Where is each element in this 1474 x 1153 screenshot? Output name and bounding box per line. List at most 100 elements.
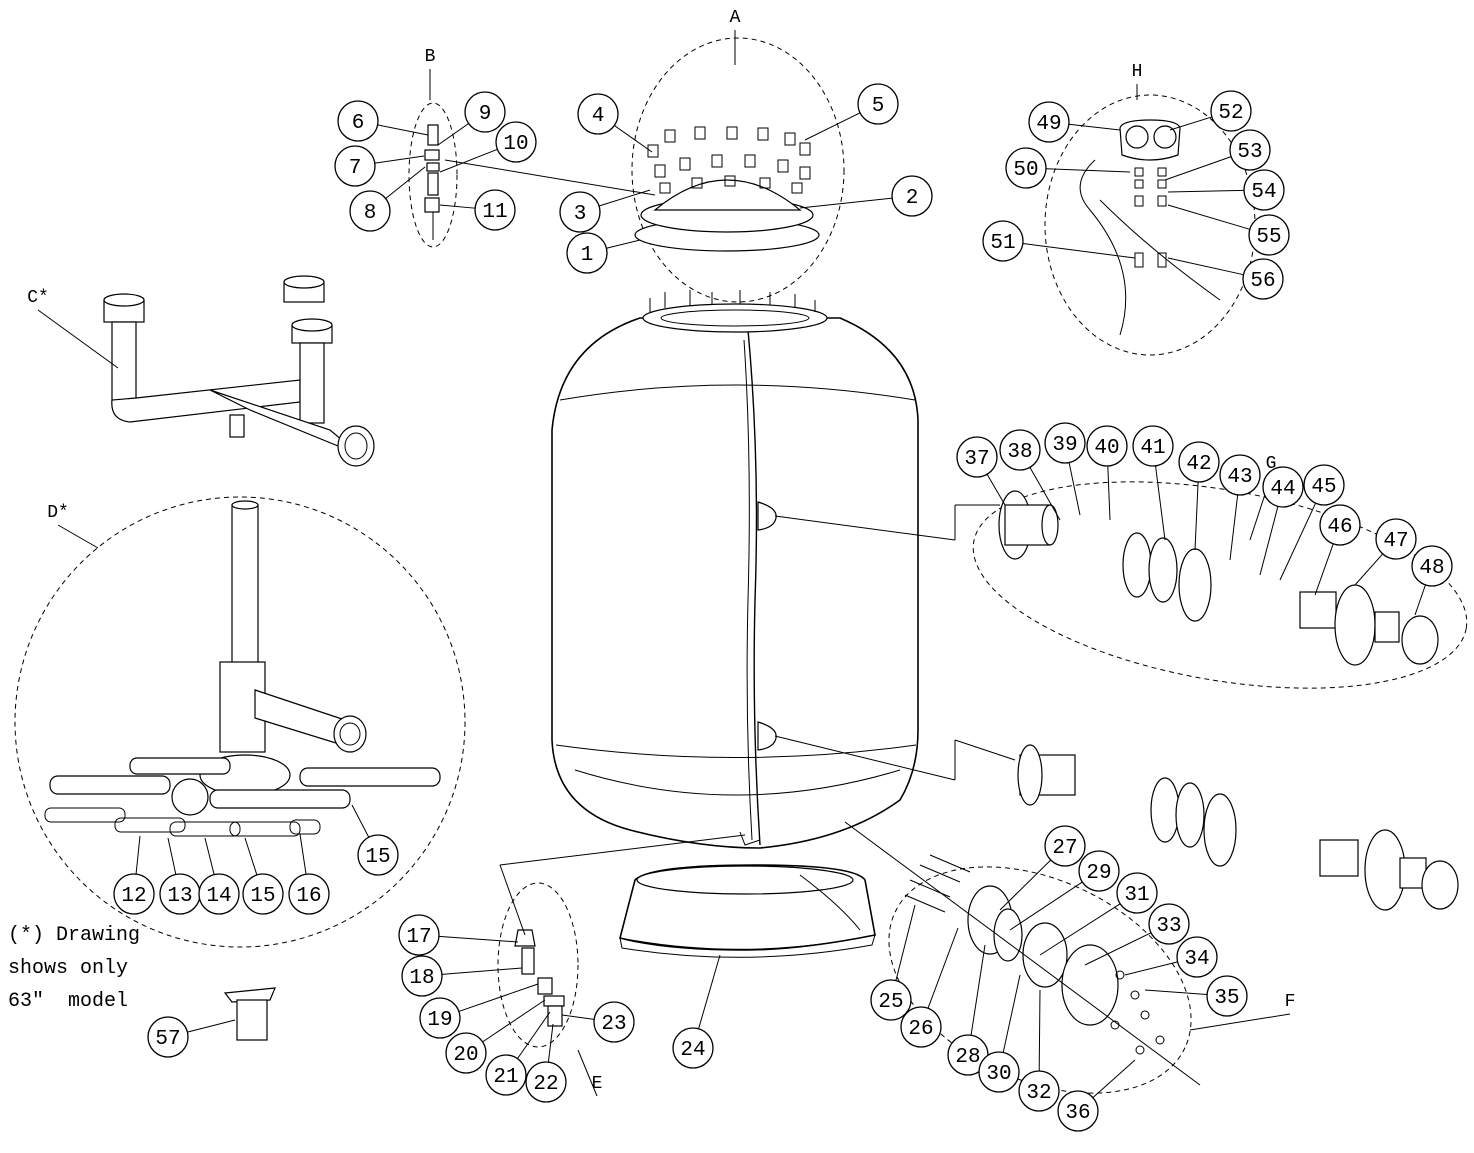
leader-line-15 [351,804,370,838]
callout-circle [956,436,998,478]
callout-23: 23 [593,1001,635,1043]
callout-circle [334,145,376,187]
callout-2: 2 [891,175,933,217]
callout-circle [1411,545,1453,587]
callout-number: 48 [1419,557,1444,580]
callout-39: 39 [1044,422,1086,464]
leader-line-7 [374,155,425,164]
callout-circle [999,429,1041,471]
leader-line-31 [1039,903,1121,956]
callout-number: 18 [409,967,434,990]
callout-circle [978,1051,1020,1093]
callout-circle [445,1032,487,1074]
callout-number: 46 [1327,516,1352,539]
callout-26: 26 [900,1006,942,1048]
leader-line-3 [598,189,651,207]
callout-circle [900,1006,942,1048]
leader-line-16 [299,833,307,875]
leader-line-20 [482,999,546,1043]
callout-circle [566,232,608,274]
callout-44: 44 [1262,466,1304,508]
note-line-3: 63" model [8,990,128,1013]
callout-circle [593,1001,635,1043]
callout-circle [147,1016,189,1058]
leader-line-49 [1068,123,1121,131]
leader-line-22 [547,1023,554,1063]
leader-line-19 [458,983,539,1012]
callout-number: 27 [1052,837,1077,860]
callout-4: 4 [577,93,619,135]
callout-number: 20 [453,1044,478,1067]
group-f-lower-flange [888,854,1192,1094]
leader-line-48 [1414,584,1426,616]
callout-number: 10 [503,133,528,156]
callout-circle [1116,872,1158,914]
callout-35: 35 [1206,975,1248,1017]
callout-circle [1028,101,1070,143]
callout-circle [1319,504,1361,546]
callout-15: 15 [357,834,399,876]
callout-37: 37 [956,436,998,478]
callout-53: 53 [1229,129,1271,171]
callout-circle [1229,129,1271,171]
callout-number: 49 [1036,113,1061,136]
leader-line-47 [1354,553,1384,586]
callout-circle [1176,936,1218,978]
leader-line-46 [1314,543,1334,596]
group-leader-C [37,309,119,369]
callout-circle [1219,454,1261,496]
callout-9: 9 [464,91,506,133]
group-label-e: E [592,1074,603,1094]
leader-line-55 [1167,204,1250,230]
leader-line-27 [999,859,1052,911]
leader-line-41 [1155,465,1166,541]
callout-number: 15 [250,885,275,908]
callout-52: 52 [1210,90,1252,132]
callout-circle [464,91,506,133]
callout-number: 16 [296,885,321,908]
callout-number: 51 [990,232,1015,255]
callout-1: 1 [566,232,608,274]
callout-circle [891,175,933,217]
callout-circle [485,1054,527,1096]
callout-number: 33 [1156,915,1181,938]
leader-line-24 [698,954,721,1029]
callout-circle [857,83,899,125]
callout-number: 44 [1270,478,1295,501]
leader-line-8 [385,166,426,199]
callout-number: 35 [1214,987,1239,1010]
callout-41: 41 [1132,425,1174,467]
leader-line-12 [135,835,141,875]
callout-number: 31 [1124,884,1149,907]
group-e-drain [497,882,579,1048]
leader-line-29 [1009,881,1083,931]
leader-line-39 [1068,462,1081,516]
leader-line-42 [1194,481,1199,551]
callout-11: 11 [474,189,516,231]
callout-circle [495,121,537,163]
leader-line-2 [799,197,893,209]
leader-line-21 [517,1011,551,1059]
leader-line-10 [439,148,498,173]
callout-25: 25 [870,979,912,1021]
callout-32: 32 [1018,1070,1060,1112]
group-a-lid [631,37,845,303]
callout-57: 57 [147,1016,189,1058]
callout-number: 42 [1186,453,1211,476]
leader-line-1 [606,239,641,249]
leader-line-43 [1229,494,1239,561]
group-h-gauges [1044,94,1256,356]
callout-number: 29 [1086,862,1111,885]
callout-number: 21 [493,1066,518,1089]
callout-circle [1044,825,1086,867]
callout-number: 24 [680,1039,705,1062]
callout-number: 55 [1256,226,1281,249]
callout-34: 34 [1176,936,1218,978]
leader-line-4 [614,125,653,153]
group-label-h: H [1132,62,1143,82]
callout-27: 27 [1044,825,1086,867]
callout-number: 38 [1007,441,1032,464]
callout-circle [198,873,240,915]
